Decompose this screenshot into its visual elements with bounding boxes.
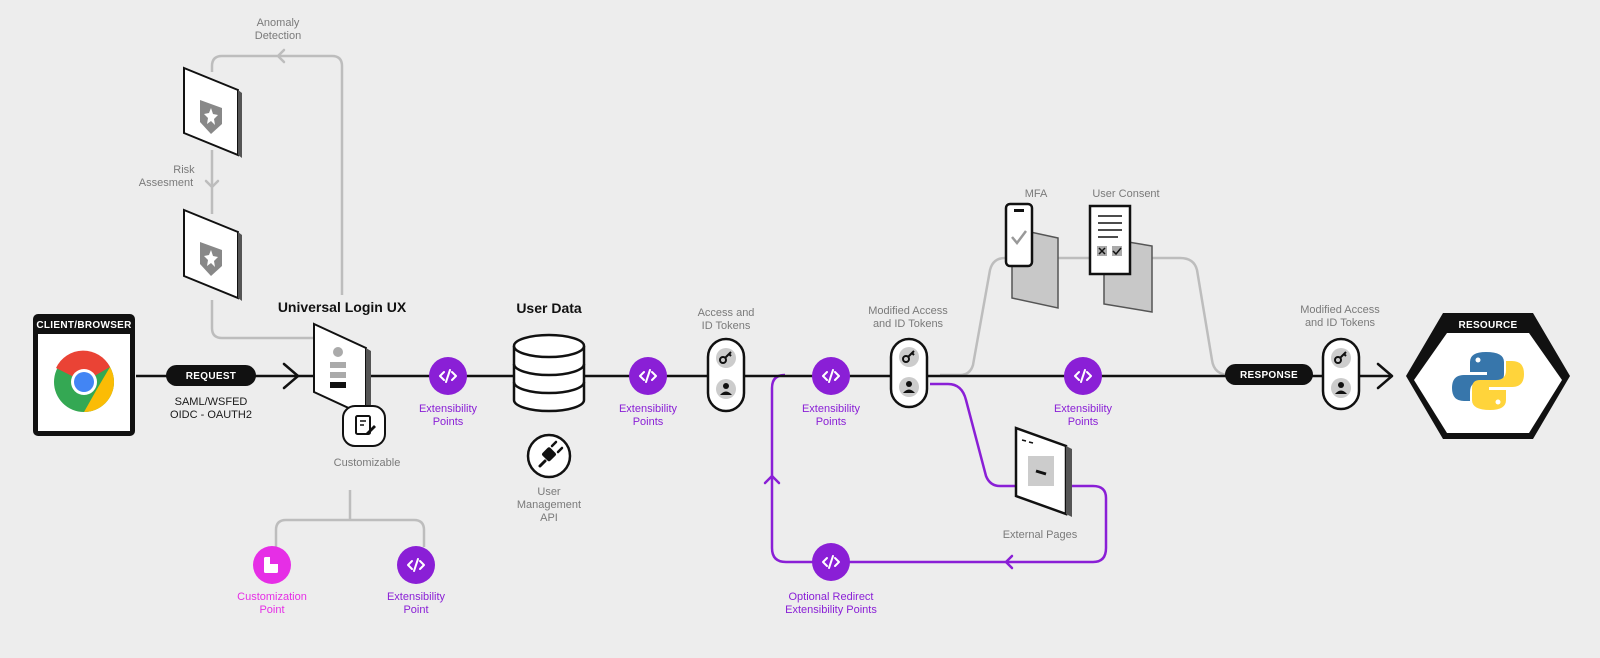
arrow-right-icon (282, 362, 300, 390)
extensibility-points-label: Extensibility (1054, 403, 1113, 415)
consent-form-icon (1088, 204, 1153, 313)
extensibility-point-label: Extensibility (387, 591, 446, 603)
anomaly-detection-label: Anomaly (257, 17, 300, 29)
extensibility-points-label: Extensibility (419, 403, 478, 415)
edit-icon (342, 405, 386, 447)
request-pill: REQUEST (166, 365, 256, 386)
chevron-down-icon (204, 179, 220, 189)
code-icon (1064, 357, 1102, 395)
customization-point-label: Point (259, 604, 284, 616)
extensibility-point-label: Point (403, 604, 428, 616)
code-icon (629, 357, 667, 395)
modified-tokens-label: and ID Tokens (1305, 317, 1376, 329)
client-browser-node: CLIENT/BROWSER (33, 314, 135, 436)
customizable-label: Customizable (334, 457, 401, 469)
extensibility-points-label: Points (433, 416, 464, 428)
user-management-api-label: API (540, 512, 558, 524)
modified-tokens-label: and ID Tokens (873, 318, 944, 330)
arrow-right-icon (1376, 362, 1394, 390)
protocol-label: SAML/WSFED (175, 396, 248, 408)
chevron-left-icon (1004, 554, 1014, 570)
token-capsule-icon (1321, 337, 1361, 411)
database-icon (512, 333, 586, 413)
optional-redirect-label: Optional Redirect (789, 591, 874, 603)
user-management-api-label: Management (517, 499, 581, 511)
code-icon (812, 357, 850, 395)
customization-point-label: Customization (237, 591, 307, 603)
customization-point-icon (253, 546, 291, 584)
plug-icon (526, 433, 572, 479)
user-data-title: User Data (516, 300, 582, 316)
mfa-label: MFA (1025, 188, 1048, 200)
optional-redirect-label: Extensibility Points (785, 604, 877, 616)
extensibility-points-label: Points (633, 416, 664, 428)
python-icon (1452, 352, 1524, 410)
risk-assesment-label: Assesment (139, 177, 193, 189)
login-page-icon (313, 322, 371, 419)
extensibility-points-label: Extensibility (802, 403, 861, 415)
code-icon (812, 543, 850, 581)
chevron-left-icon (276, 48, 286, 64)
anomaly-detection-label: Detection (255, 30, 301, 42)
shield-icon (183, 208, 242, 301)
client-browser-label: CLIENT/BROWSER (36, 320, 132, 331)
chrome-icon (54, 350, 115, 412)
user-consent-label: User Consent (1092, 188, 1159, 200)
universal-login-title: Universal Login UX (278, 299, 407, 315)
protocol-label: OIDC - OAUTH2 (170, 409, 252, 421)
code-icon (429, 357, 467, 395)
token-capsule-icon (706, 337, 746, 413)
extensibility-points-label: Points (816, 416, 847, 428)
risk-assesment-label: Risk (173, 164, 195, 176)
extensibility-points-label: Points (1068, 416, 1099, 428)
external-page-icon (1014, 426, 1072, 517)
resource-label: RESOURCE (1458, 320, 1517, 331)
response-label: RESPONSE (1240, 370, 1298, 381)
redirect-loop (770, 373, 1108, 564)
request-label: REQUEST (186, 371, 236, 382)
shield-icon (183, 66, 242, 158)
code-icon (397, 546, 435, 584)
external-pages-label: External Pages (1003, 529, 1078, 541)
modified-tokens-label: Modified Access (1300, 304, 1380, 316)
response-pill: RESPONSE (1225, 364, 1313, 385)
token-capsule-icon (889, 337, 929, 409)
chevron-up-icon (763, 474, 781, 485)
resource-node: RESOURCE (1406, 313, 1570, 439)
phone-check-icon (1004, 202, 1059, 309)
user-management-api-label: User (537, 486, 561, 498)
modified-tokens-label: Modified Access (868, 305, 948, 317)
access-tokens-label: Access and (698, 307, 755, 319)
extensibility-points-label: Extensibility (619, 403, 678, 415)
access-tokens-label: ID Tokens (702, 320, 751, 332)
